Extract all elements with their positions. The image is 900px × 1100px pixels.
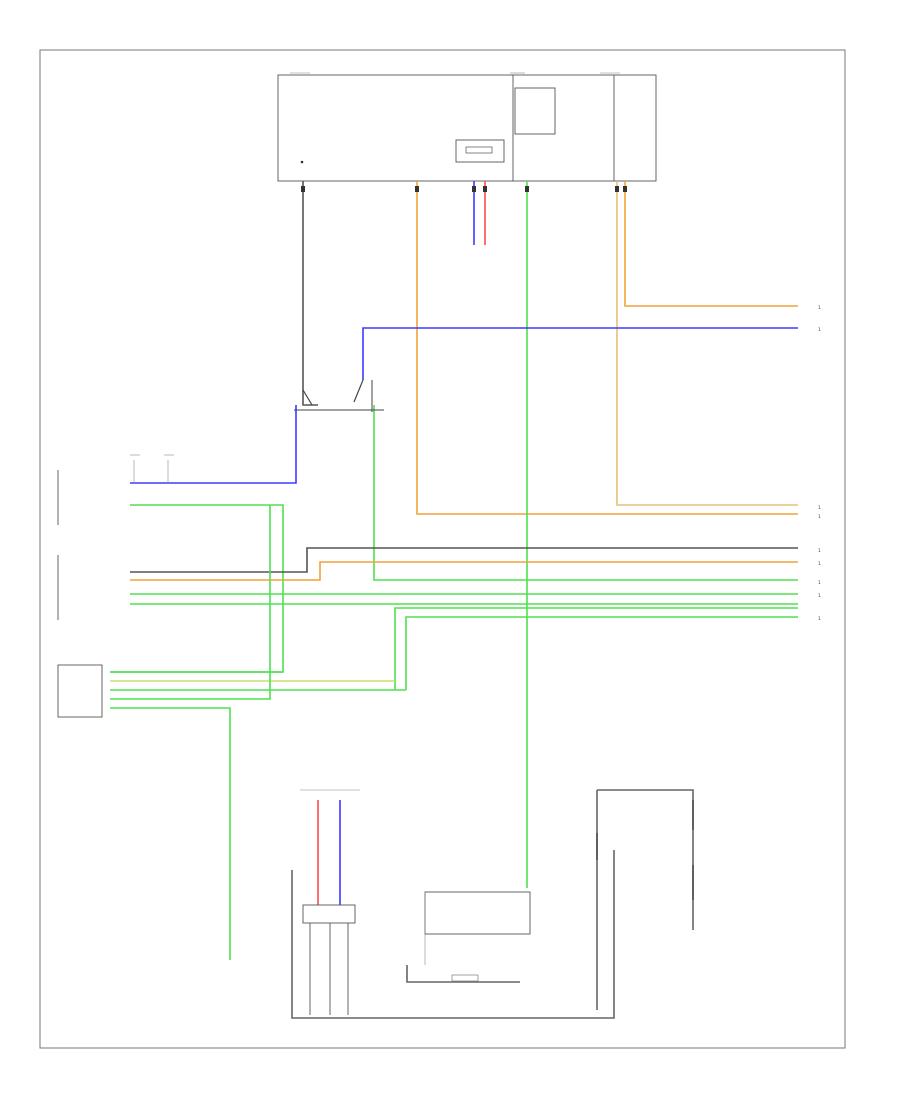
svg-text:1: 1 xyxy=(818,305,821,311)
yaw-rate-sensor xyxy=(57,664,103,718)
diagram-frame xyxy=(39,49,846,1049)
wire-orange-main xyxy=(416,181,798,515)
fuse-socket xyxy=(455,139,505,163)
wire-green-lower-5 xyxy=(110,707,231,960)
wire-orange-bus xyxy=(130,561,798,581)
fuse-element xyxy=(465,146,493,154)
gauge-control-module xyxy=(424,891,531,982)
svg-text:1: 1 xyxy=(818,505,821,511)
svg-text:1: 1 xyxy=(818,616,821,622)
right-connector-ticks: 1 1 1 1 1 1 1 1 1 xyxy=(818,305,821,622)
combination-meter xyxy=(596,800,694,900)
relay-block xyxy=(514,87,556,135)
svg-text:1: 1 xyxy=(818,514,821,520)
svg-text:1: 1 xyxy=(818,580,821,586)
wire-green-bus-4 xyxy=(405,616,798,690)
fuse-box-under-hood xyxy=(277,72,657,182)
wire-orange-right-r1 xyxy=(624,181,798,307)
brake-pedal-switch xyxy=(294,379,384,412)
wire-green-module-out xyxy=(110,504,284,673)
wire-blue-horizontal xyxy=(362,327,798,380)
wire-green-bus-3 xyxy=(394,607,798,690)
svg-text:1: 1 xyxy=(818,327,821,333)
svg-text:1: 1 xyxy=(818,593,821,599)
steering-angle-sensor xyxy=(300,789,360,1015)
wire-black-gauge-ground xyxy=(406,965,520,983)
wire-black-right-loop xyxy=(597,789,694,930)
wire-orange-right-r3 xyxy=(616,181,798,506)
svg-text:1: 1 xyxy=(818,561,821,567)
svg-text:1: 1 xyxy=(818,548,821,554)
wire-green-lower-4 xyxy=(110,505,271,700)
wire-gray-bus xyxy=(130,547,798,573)
wire-black-loop xyxy=(291,850,615,1019)
wire-blue-brake-to-module xyxy=(130,405,297,484)
connector-set-top xyxy=(301,186,627,192)
vehicle-stability-module xyxy=(57,454,174,620)
wire-black-fuse-to-brake-switch xyxy=(302,181,318,406)
wire-green-brake-down xyxy=(373,405,798,581)
